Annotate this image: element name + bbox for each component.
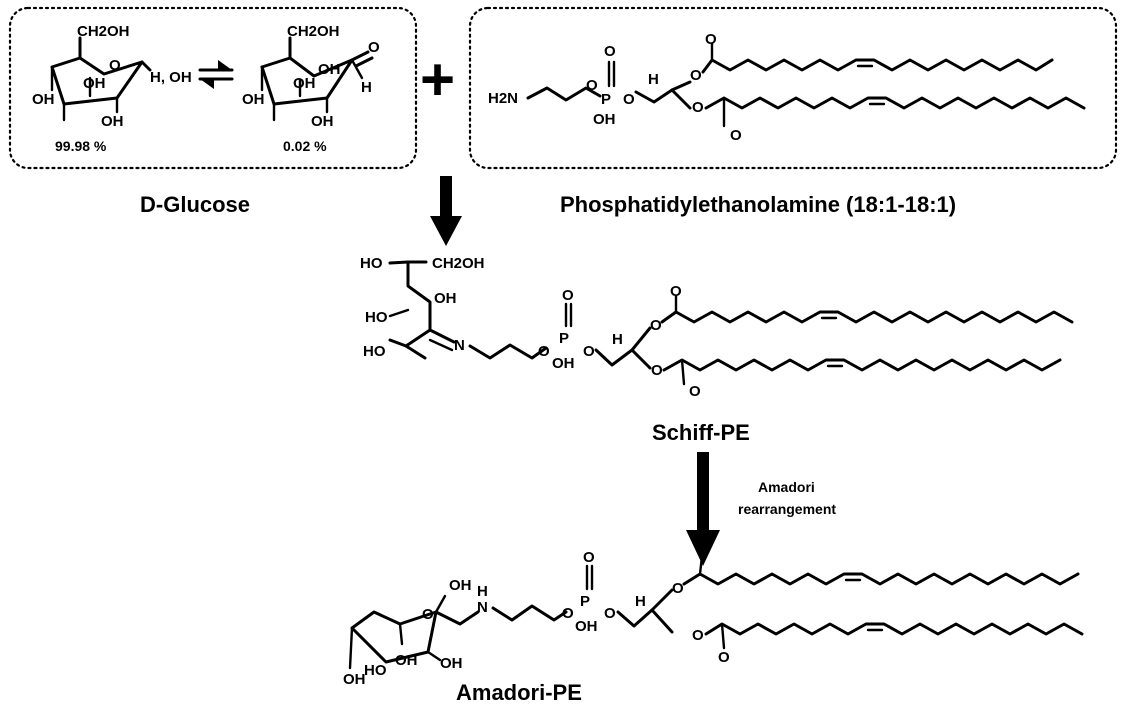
schiff-ho-2: HO [365,309,388,326]
pe-ester-o1: O [586,77,598,94]
open-oh-4: OH [293,75,316,92]
glucose-oh-4: OH [83,75,106,92]
pe-phosphoryl-o: O [604,43,616,60]
pe-amine-label: H2N [488,90,518,107]
amadori-ring-o: O [422,606,434,623]
schiff-sn2-o: O [650,317,662,334]
schiff-phosphorus: P [559,330,569,347]
glucose-ch2oh-label: CH2OH [77,23,130,40]
schiff-sn2-carbonyl-o: O [670,283,682,300]
amadori-oh-4: OH [440,655,463,672]
arrow-step-1 [430,176,462,246]
pyranose-percentage: 99.98 % [55,138,107,154]
aldehyde-o-label: O [368,39,380,56]
glucose-panel: CH2OH O OH OH OH H, OH 99.98 % [8,6,418,170]
schiff-ester-o2: O [583,343,595,360]
amadori-sn1-o: O [692,627,704,644]
glucose-ring-o-label: O [109,57,121,74]
amadori-ester-o1: O [562,605,574,622]
pe-p-oh: OH [593,111,616,128]
amadori-amine-n: N [477,599,488,616]
amadori-pe-name: Amadori-PE [456,680,582,705]
amadori-ho-2: HO [364,662,387,679]
schiff-phosphoryl-o: O [562,287,574,304]
amadori-rearrangement-label-1: Amadori [758,479,815,495]
amadori-sn2-o: O [672,580,684,597]
schiff-ester-o1: O [538,343,550,360]
schiff-oh-3: OH [434,290,457,307]
glucose-oh-3: OH [32,91,55,108]
amadori-ester-o2: O [604,605,616,622]
amadori-rearrangement-label-2: rearrangement [738,501,836,517]
open-oh-3: OH [242,91,265,108]
pe-dotted-box [468,6,1118,170]
glucose-anomeric-label: H, OH [150,69,192,86]
open-chain-percentage: 0.02 % [283,138,327,154]
amadori-pe-structure: O OH OH HO OH OH N H O P O OH O H O O O … [343,541,1084,688]
amadori-oh-3: OH [395,652,418,669]
schiff-pe-name: Schiff-PE [652,420,750,445]
schiff-sn1-carbonyl-o: O [689,383,701,400]
pe-sn2-carbonyl-o: O [705,31,717,48]
pe-structure: H2N O P O OH O H O O O O [488,31,1086,144]
open-oh-5: OH [318,61,341,78]
schiff-pe-structure: HO CH2OH OH HO HO N O P O OH O H O O O O [360,255,1074,400]
open-ch2oh-label: CH2OH [287,23,340,40]
open-oh-2: OH [311,113,334,130]
amadori-p-oh: OH [575,618,598,635]
glucose-oh-2: OH [101,113,124,130]
schiff-sn1-o: O [651,362,663,379]
pe-ester-o2: O [623,91,635,108]
open-chain-glucose-structure: CH2OH OH OH OH OH O H [242,23,380,130]
equilibrium-arrows [198,60,234,89]
glucopyranose-structure: CH2OH O OH OH OH H, OH [32,23,192,130]
aldehyde-h-label: H [361,79,372,96]
pe-sn1-carbonyl-o: O [730,127,742,144]
pe-sn2-o: O [690,67,702,84]
amadori-stereo-h: H [635,593,646,610]
amadori-anomeric-oh: OH [449,577,472,594]
arrow-step-2 [686,452,720,566]
pe-stereo-h: H [648,71,659,88]
schiff-ch2oh: CH2OH [432,255,485,272]
amadori-phosphoryl-o: O [583,549,595,566]
glucose-dotted-box [8,6,418,170]
schiff-ho-3: HO [363,343,386,360]
schiff-ho-1: HO [360,255,383,272]
pe-phosphorus: P [601,91,611,108]
plus-sign: + [420,46,455,113]
amadori-amine-h: H [477,583,488,600]
schiff-p-oh: OH [552,355,575,372]
schiff-stereo-h: H [612,331,623,348]
amadori-sn2-carbonyl-o: O [697,541,709,558]
pe-name: Phosphatidylethanolamine (18:1-18:1) [560,192,956,217]
amadori-phosphorus: P [580,593,590,610]
schiff-imine-n: N [454,337,465,354]
amadori-sn1-carbonyl-o: O [718,649,730,666]
glucose-name: D-Glucose [140,192,250,217]
pe-sn1-o: O [692,99,704,116]
pe-panel: H2N O P O OH O H O O O O [468,6,1118,170]
amadori-oh-1: OH [343,671,366,688]
